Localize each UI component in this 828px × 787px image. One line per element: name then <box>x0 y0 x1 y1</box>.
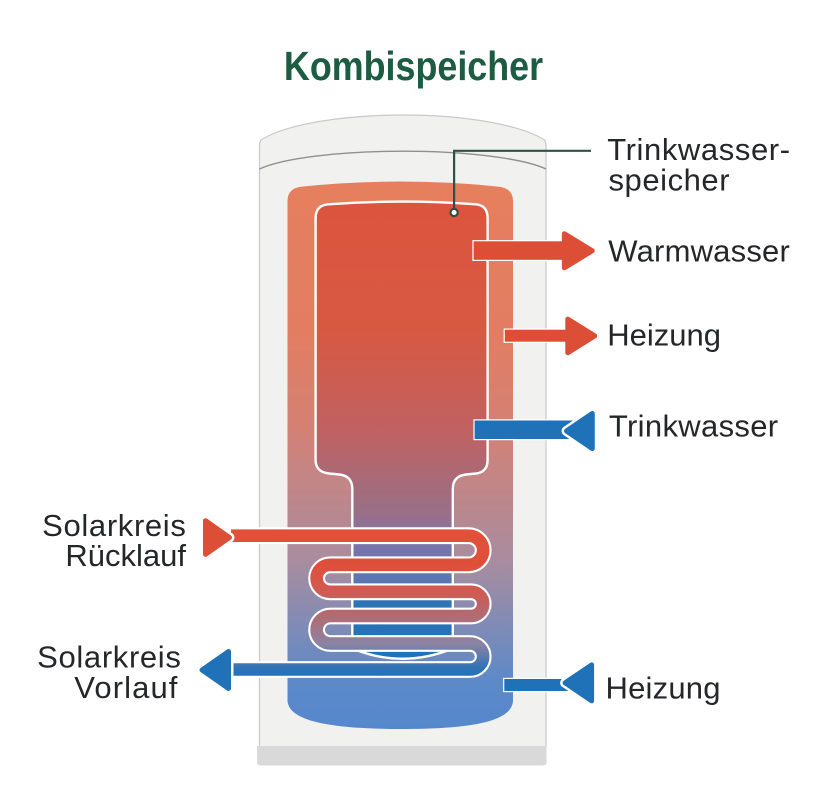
svg-text:Trinkwasser: Trinkwasser <box>609 409 779 444</box>
svg-text:speicher: speicher <box>609 162 731 197</box>
svg-text:Kombispeicher: Kombispeicher <box>284 44 543 90</box>
svg-text:Heizung: Heizung <box>607 318 721 353</box>
svg-text:Vorlauf: Vorlauf <box>74 670 178 705</box>
svg-text:Solarkreis: Solarkreis <box>37 640 181 675</box>
svg-text:Solarkreis: Solarkreis <box>42 508 186 543</box>
svg-text:Warmwasser: Warmwasser <box>608 234 790 269</box>
svg-text:Heizung: Heizung <box>606 670 721 705</box>
svg-text:Rücklauf: Rücklauf <box>65 538 186 573</box>
svg-text:Trinkwasser-: Trinkwasser- <box>607 132 790 167</box>
